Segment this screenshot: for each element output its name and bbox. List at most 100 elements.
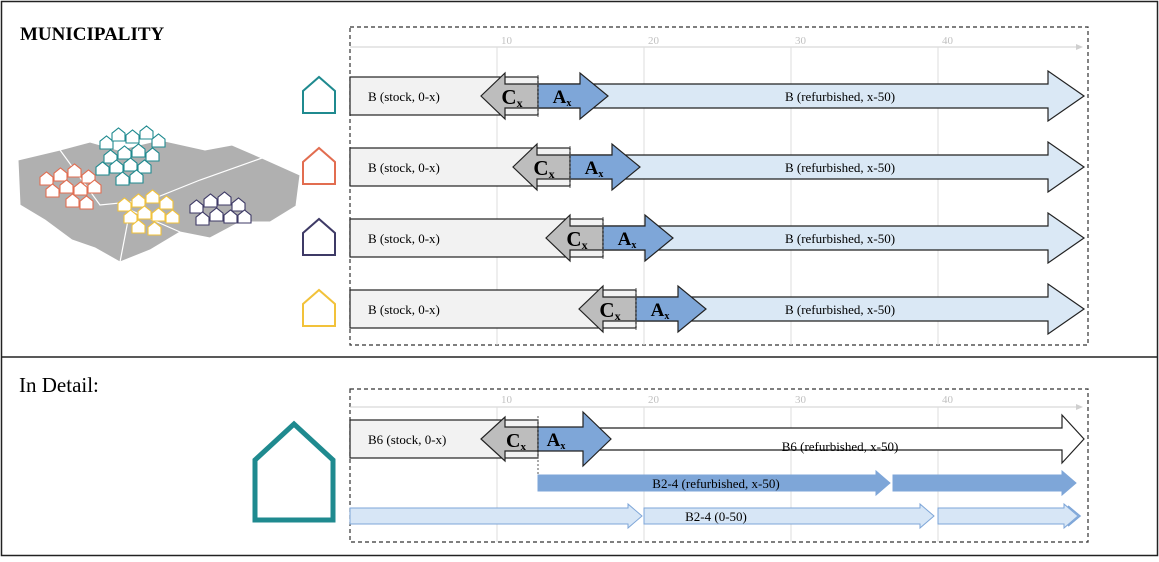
b6-a-label-letter: A <box>547 430 561 451</box>
a-label: Ax <box>618 229 637 251</box>
tick-label: 10 <box>501 394 513 406</box>
refurbished-arrow <box>569 140 1086 194</box>
c-label-letter: C <box>533 156 548 180</box>
a-label: Ax <box>585 158 604 180</box>
a-label-letter: A <box>585 158 599 179</box>
house-icon <box>302 217 336 256</box>
b24-arrow-segment-2 <box>643 502 935 530</box>
house-icon <box>79 195 94 210</box>
a-label-letter: A <box>651 300 665 321</box>
double-chevron-mark <box>1067 505 1082 527</box>
municipality-map <box>17 125 301 263</box>
tick-label: 20 <box>648 35 660 47</box>
b6-c-label-subscript: x <box>520 441 526 453</box>
stock-label: B (stock, 0-x) <box>368 302 440 317</box>
b6-a-label-subscript: x <box>560 441 565 452</box>
house-icon <box>165 209 180 224</box>
house-icon <box>209 207 224 222</box>
a-label-subscript: x <box>664 311 669 322</box>
a-label-letter: A <box>618 229 632 250</box>
house-icon <box>302 146 336 185</box>
tick-label: 40 <box>942 35 954 47</box>
a-arrow <box>537 71 609 121</box>
b24-refurbished-arrow-continued <box>892 469 1077 497</box>
b24-refurbished-arrow <box>537 469 891 497</box>
c-label: Cx <box>566 227 587 252</box>
house-icon <box>159 195 174 210</box>
house-icon <box>137 159 152 174</box>
c-label: Cx <box>501 85 522 110</box>
c-label-subscript: x <box>517 96 523 110</box>
teal-house-cluster <box>95 125 166 186</box>
stock-label: B (stock, 0-x) <box>368 160 440 175</box>
b6-refurbished-arrow <box>537 413 1085 465</box>
municipality-section: MUNICIPALITY 10 20 30 40 B (stock, 0-x) B (r… <box>17 24 1089 346</box>
house-icon <box>145 147 160 162</box>
house-icon <box>302 288 336 327</box>
house-icon <box>151 207 166 222</box>
refurbished-label: B (refurbished, x-50) <box>785 302 895 317</box>
b6-c-arrow <box>480 415 539 463</box>
house-icon <box>87 179 102 194</box>
refurbished-label: B (refurbished, x-50) <box>785 160 895 175</box>
house-icon <box>151 133 166 148</box>
a-arrow <box>602 213 674 263</box>
c-label-subscript: x <box>582 238 588 252</box>
b24-row: B2-4 (0-50) <box>349 502 1082 530</box>
c-arrow <box>512 142 571 192</box>
yellow-house-cluster <box>117 189 180 236</box>
stock-bar <box>349 76 539 116</box>
c-arrow <box>480 71 539 121</box>
navy-house-cluster <box>189 191 252 226</box>
c-label-subscript: x <box>615 309 621 323</box>
b24-arrow-segment-3 <box>937 502 1079 530</box>
b6-stock-label: B6 (stock, 0-x) <box>368 432 446 447</box>
house-icon <box>131 143 146 158</box>
b6-c-label-letter: C <box>506 430 520 452</box>
house-icon <box>125 129 140 144</box>
refurbished-arrow <box>602 211 1086 265</box>
municipality-title: MUNICIPALITY <box>20 24 165 45</box>
b24-label: B2-4 (0-50) <box>685 509 747 524</box>
c-label: Cx <box>533 156 554 181</box>
house-icon <box>302 75 336 114</box>
house-icon <box>145 189 160 204</box>
a-label: Ax <box>553 87 572 109</box>
double-chevron-mark <box>1067 472 1082 494</box>
house-icon <box>67 163 82 178</box>
house-icon <box>195 211 210 226</box>
b24-arrow-segment-1 <box>349 502 643 530</box>
house-icon <box>73 181 88 196</box>
a-arrow <box>569 142 641 192</box>
house-icon <box>59 179 74 194</box>
a-arrow <box>635 284 707 334</box>
refurbished-arrow <box>635 282 1086 336</box>
tick-label: 30 <box>795 35 807 47</box>
b6-a-arrow <box>537 410 612 468</box>
b6-refurbished-label: B6 (refurbished, x-50) <box>782 439 899 454</box>
b6-c-label: Cx <box>506 430 526 453</box>
tick-label: 10 <box>501 35 513 47</box>
refurbished-label: B (refurbished, x-50) <box>785 89 895 104</box>
b24-refurbished-row: B2-4 (refurbished, x-50) <box>537 469 1082 497</box>
c-label-letter: C <box>599 298 614 322</box>
house-icon <box>131 219 146 234</box>
a-label-subscript: x <box>566 98 571 109</box>
detail-house-icon <box>252 420 336 523</box>
c-label-letter: C <box>566 227 581 251</box>
c-label: Cx <box>599 298 620 323</box>
a-label-subscript: x <box>598 169 603 180</box>
a-label-letter: A <box>553 87 567 108</box>
b6-a-label: Ax <box>547 430 566 452</box>
house-icon <box>65 193 80 208</box>
c-label-letter: C <box>501 85 516 109</box>
